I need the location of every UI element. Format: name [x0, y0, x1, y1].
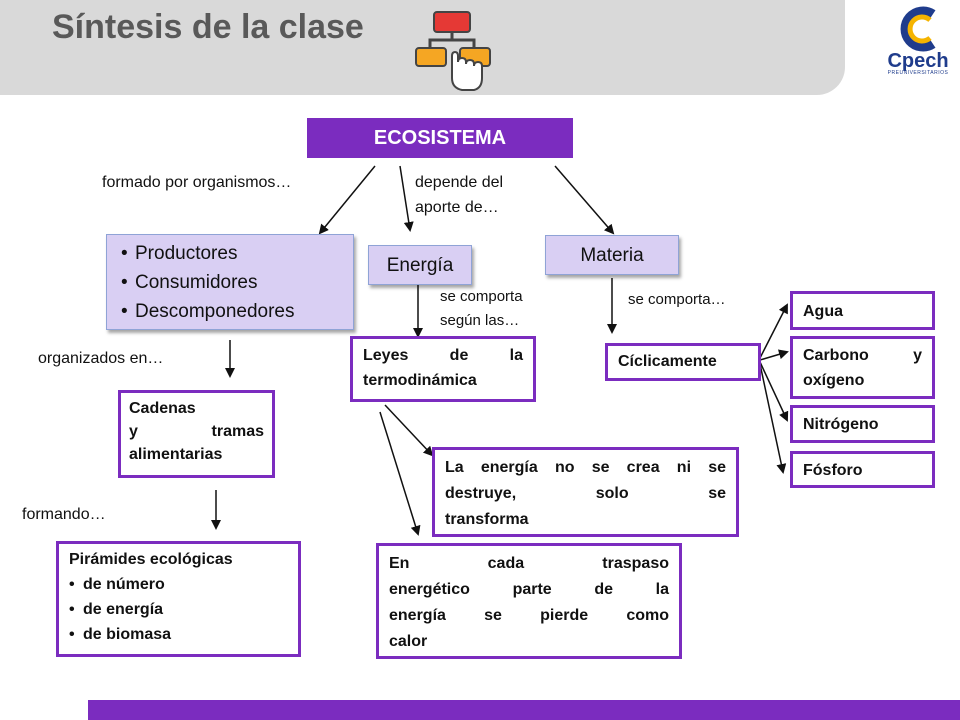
- ecosistema-node: ECOSISTEMA: [307, 118, 573, 158]
- piramides-node: Pirámides ecológicas de número de energí…: [56, 541, 301, 657]
- flowchart-hand-icon: [412, 8, 498, 94]
- label-depende: depende del aporte de…: [415, 174, 504, 216]
- page-title: Síntesis de la clase: [52, 8, 364, 46]
- label-se-comporta-segun: se comporta según las…: [440, 288, 523, 329]
- cpech-logo-icon: Cpech PREUNIVERSITARIOS: [878, 4, 958, 80]
- label-formado: formado por organismos…: [102, 174, 292, 191]
- organism-item: Consumidores: [121, 268, 353, 297]
- piramide-item: de energía: [69, 597, 288, 622]
- materia-node: Materia: [545, 235, 679, 275]
- organisms-node: Productores Consumidores Descomponedores: [106, 234, 354, 330]
- ciclicamente-node: Cíclicamente: [605, 343, 761, 381]
- organism-item: Descomponedores: [121, 297, 353, 326]
- leyes-node: Leyes de la termodinámica: [350, 336, 536, 402]
- ciclo-nitrogeno-node: Nitrógeno: [790, 405, 935, 443]
- piramide-item: de número: [69, 572, 288, 597]
- ley-perdida-calor-node: En cada traspaso energético parte de la …: [376, 543, 682, 659]
- label-formando: formando…: [22, 506, 106, 523]
- ciclo-fosforo-node: Fósforo: [790, 451, 935, 488]
- logo-name: Cpech: [887, 50, 949, 72]
- organism-item: Productores: [121, 239, 353, 268]
- ciclo-agua-node: Agua: [790, 291, 935, 330]
- header-banner: Síntesis de la clase: [0, 0, 845, 95]
- ciclo-carbono-node: Carbono y oxígeno: [790, 336, 935, 399]
- logo-tagline: PREUNIVERSITARIOS: [887, 70, 949, 76]
- footer-bar: [88, 700, 960, 720]
- cadenas-node: Cadenas y tramas alimentarias: [118, 390, 275, 478]
- ley-conservacion-node: La energía no se crea ni se destruye, so…: [432, 447, 739, 537]
- label-organizados: organizados en…: [38, 350, 164, 367]
- label-se-comporta: se comporta…: [628, 291, 726, 308]
- energia-node: Energía: [368, 245, 472, 285]
- piramide-item: de biomasa: [69, 622, 288, 647]
